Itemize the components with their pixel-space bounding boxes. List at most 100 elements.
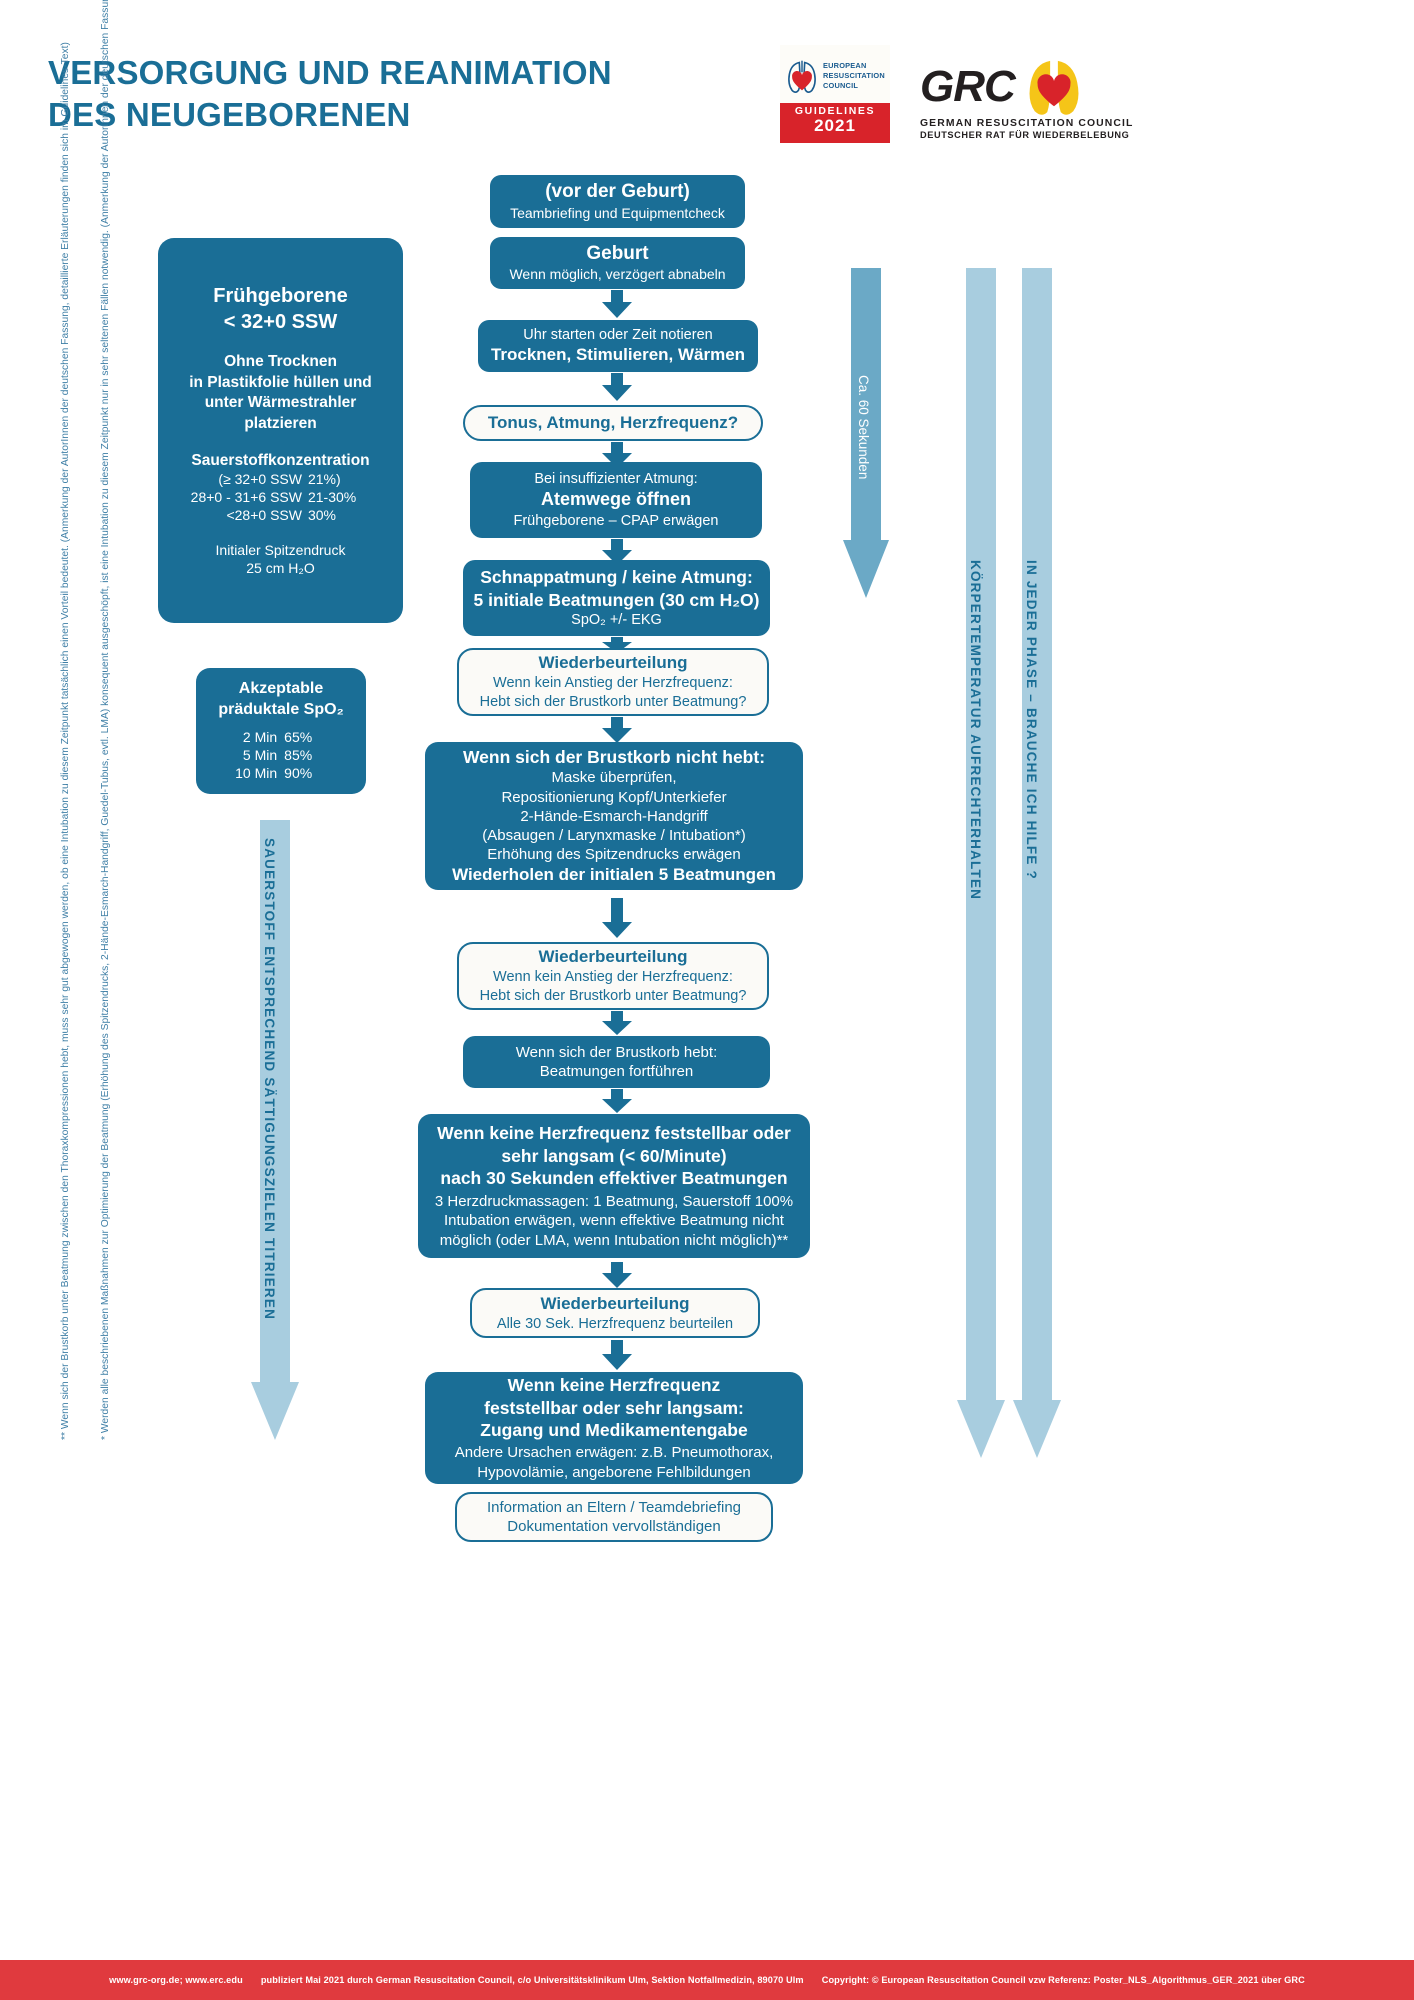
- flow-box-clock: Uhr starten oder Zeit notieren Trocknen,…: [478, 320, 758, 372]
- footer-websites[interactable]: www.grc-org.de; www.erc.edu: [109, 1975, 243, 1985]
- lifts-normal-2: Beatmungen fortführen: [539, 1063, 694, 1080]
- erc-band-year: 2021: [814, 116, 856, 135]
- airway-bold: Atemwege öffnen: [540, 489, 691, 510]
- initial-pressure-line-2: 25 cm H₂O: [246, 559, 315, 576]
- flow-arrow-6: [602, 717, 632, 743]
- preterm-heading-2: < 32+0 SSW: [223, 311, 338, 334]
- footer-bar: www.grc-org.de; www.erc.edu publiziert M…: [0, 1960, 1414, 2000]
- oxygen-concentration-title: Sauerstoffkonzentration: [191, 452, 370, 470]
- drugs-normal-2: Hypovolämie, angeborene Fehlbildungen: [477, 1463, 751, 1481]
- flow-box-birth: Geburt Wenn möglich, verzögert abnabeln: [490, 237, 745, 289]
- flow-arrow-2: [602, 373, 632, 401]
- flow-arrow-4: [602, 539, 632, 565]
- drugs-bold-2: feststellbar oder sehr langsam:: [484, 1397, 744, 1418]
- table-row: (≥ 32+0 SSW 21%): [166, 471, 395, 489]
- preterm-heading-1: Frühgeborene: [213, 285, 348, 308]
- acceptable-spo2-panel: Akzeptable präduktale SpO₂ 2 Min 65% 5 M…: [196, 668, 366, 794]
- prebirth-bold: (vor der Geburt): [545, 181, 690, 203]
- erc-logo-words: EUROPEAN RESUSCITATION COUNCIL: [823, 61, 885, 90]
- oxygen-row-0-value: 21%): [307, 471, 341, 488]
- grc-wordmark: GRC: [920, 62, 1016, 111]
- grc-logo-row: GRC: [920, 58, 1260, 116]
- reassess1-bold: Wiederbeurteilung: [538, 653, 688, 673]
- nolift-normal-2: Repositionierung Kopf/Unterkiefer: [501, 788, 727, 806]
- spo2-table: 2 Min 65% 5 Min 85% 10 Min 90%: [202, 729, 360, 783]
- table-row: 5 Min 85%: [202, 747, 360, 765]
- flow-box-chest-rising: Wenn sich der Brustkorb hebt: Beatmungen…: [463, 1036, 770, 1088]
- birth-normal: Wenn möglich, verzögert abnabeln: [509, 266, 726, 283]
- footer-published: publiziert Mai 2021 durch German Resusci…: [260, 1975, 804, 1985]
- flow-box-reassess-2: Wiederbeurteilung Wenn kein Anstieg der …: [457, 942, 769, 1010]
- flow-arrow-3: [602, 442, 632, 468]
- reassess3-normal: Alle 30 Sek. Herzfrequenz beurteilen: [496, 1315, 734, 1332]
- flow-box-drugs: Wenn keine Herzfrequenz feststellbar ode…: [425, 1372, 803, 1484]
- spo2-row-0-value: 65%: [284, 728, 313, 745]
- grc-subtitle-1: GERMAN RESUSCITATION COUNCIL: [920, 118, 1134, 129]
- erc-guidelines-band: GUIDELINES 2021: [780, 103, 890, 143]
- flow-arrow-11: [602, 1340, 632, 1370]
- page-title: VERSORGUNG UND REANIMATION DES NEUGEBORE…: [48, 52, 612, 136]
- erc-word-2: RESUSCITATION: [823, 71, 885, 81]
- oxygen-row-2-value: 30%: [307, 506, 336, 523]
- oxygen-row-2-label: <28+0 SSW: [226, 506, 302, 523]
- nolift-bold-bottom: Wiederholen der initialen 5 Beatmungen: [452, 865, 776, 885]
- reassess2-normal-2: Hebt sich der Brustkorb unter Beatmung?: [479, 988, 747, 1005]
- nolift-normal-4: (Absaugen / Larynxmaske / Intubation*): [482, 826, 746, 844]
- flow-box-reassess-3: Wiederbeurteilung Alle 30 Sek. Herzfrequ…: [470, 1288, 760, 1338]
- clock-bold: Trocknen, Stimulieren, Wärmen: [490, 345, 746, 365]
- flow-box-compressions: Wenn keine Herzfrequenz feststellbar ode…: [418, 1114, 810, 1258]
- spo2-row-1-value: 85%: [284, 746, 313, 763]
- grc-subtitle-2: DEUTSCHER RAT FÜR WIEDERBELEBUNG: [920, 130, 1130, 140]
- drugs-bold-1: Wenn keine Herzfrequenz: [507, 1375, 721, 1396]
- grc-logo: GRC GERMAN RESUSCITATION COUNCIL DEUTSCH…: [920, 58, 1260, 144]
- flow-box-debriefing: Information an Eltern / Teamdebriefing D…: [455, 1492, 773, 1542]
- compressions-normal-2: Intubation erwägen, wenn effektive Beatm…: [444, 1212, 784, 1230]
- breaths-bold-1: Schnappatmung / keine Atmung:: [480, 567, 753, 588]
- flow-box-airway: Bei insuffizienter Atmung: Atemwege öffn…: [470, 462, 762, 538]
- spo2-heading-1: Akzeptable: [238, 680, 324, 698]
- footnote-2: ** Wenn sich der Brustkorb unter Beatmun…: [60, 42, 71, 1440]
- sixty-seconds-arrow: [843, 268, 889, 598]
- flow-box-assess: Tonus, Atmung, Herzfrequenz?: [463, 405, 763, 441]
- oxygen-row-0-label: (≥ 32+0 SSW: [218, 471, 302, 488]
- sixty-seconds-label: Ca. 60 Sekunden: [856, 375, 871, 480]
- preterm-instruction-4: platzieren: [244, 414, 317, 432]
- airway-normal-top: Bei insuffizienter Atmung:: [534, 470, 698, 487]
- oxygen-row-1-label: 28+0 - 31+6 SSW: [190, 488, 302, 505]
- grc-lungs-heart-icon: [1023, 59, 1085, 115]
- preterm-instruction-3: unter Wärmestrahler: [204, 394, 357, 412]
- compressions-bold-2: sehr langsam (< 60/Minute): [501, 1145, 727, 1166]
- birth-bold: Geburt: [586, 242, 649, 264]
- reassess1-normal-1: Wenn kein Anstieg der Herzfrequenz:: [493, 675, 733, 692]
- flow-arrow-8: [602, 1011, 632, 1035]
- flow-box-prebirth: (vor der Geburt) Teambriefing und Equipm…: [490, 175, 745, 228]
- need-help-arrow: [1013, 268, 1061, 1458]
- flow-box-breaths: Schnappatmung / keine Atmung: 5 initiale…: [463, 560, 770, 636]
- initial-pressure-line-1: Initialer Spitzendruck: [215, 541, 346, 558]
- oxygen-titrate-arrow: [251, 820, 299, 1440]
- debrief-normal-1: Information an Eltern / Teamdebriefing: [486, 1498, 742, 1516]
- title-line-1: VERSORGUNG UND REANIMATION: [48, 54, 612, 91]
- spo2-heading-2: präduktale SpO₂: [218, 701, 344, 719]
- erc-word-3: COUNCIL: [823, 80, 859, 90]
- spo2-row-0-time: 2 Min: [242, 728, 278, 745]
- compressions-normal-1: 3 Herzdruckmassagen: 1 Beatmung, Sauerst…: [434, 1193, 794, 1211]
- reassess1-normal-2: Hebt sich der Brustkorb unter Beatmung?: [479, 694, 747, 711]
- spo2-row-1-time: 5 Min: [242, 746, 278, 763]
- breaths-bold-2: 5 initiale Beatmungen (30 cm H₂O): [473, 589, 760, 610]
- flow-arrow-1: [602, 290, 632, 318]
- body-temperature-label: KÖRPERTEMPERATUR AUFRECHTERHALTEN: [968, 560, 983, 901]
- compressions-bold-3: nach 30 Sekunden effektiver Beatmungen: [440, 1167, 788, 1188]
- clock-normal: Uhr starten oder Zeit notieren: [523, 326, 713, 343]
- prebirth-normal: Teambriefing und Equipmentcheck: [510, 204, 725, 221]
- flow-arrow-10: [602, 1262, 632, 1288]
- table-row: 2 Min 65%: [202, 729, 360, 747]
- nolift-normal-1: Maske überprüfen,: [551, 769, 677, 787]
- spo2-row-2-time: 10 Min: [235, 764, 278, 781]
- table-row: 28+0 - 31+6 SSW 21-30%: [166, 489, 395, 507]
- nolift-bold-top: Wenn sich der Brustkorb nicht hebt:: [462, 746, 766, 767]
- flow-arrow-7: [602, 898, 632, 938]
- preterm-info-panel: Frühgeborene < 32+0 SSW Ohne Trocknen in…: [158, 238, 403, 623]
- preterm-instruction-1: Ohne Trocknen: [224, 353, 337, 371]
